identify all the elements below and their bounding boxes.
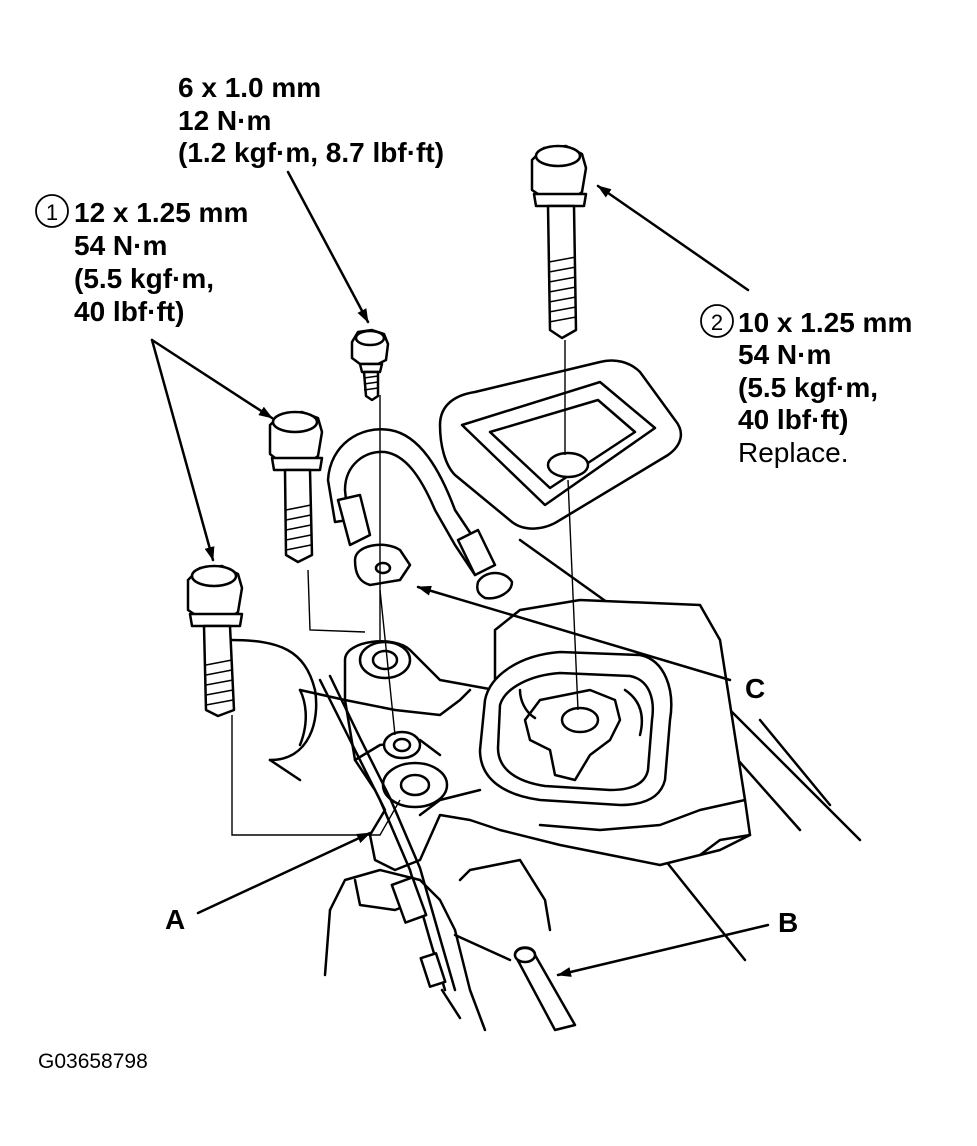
label-a: A xyxy=(165,904,185,935)
bolt-2-size: 10 x 1.25 mm xyxy=(738,307,912,338)
round-housing xyxy=(228,638,347,782)
bolt-2-torque: 54 N·m xyxy=(738,339,831,370)
bolt-1-number: 1 xyxy=(46,200,58,225)
small-bolt xyxy=(350,328,390,402)
label-c: C xyxy=(745,673,765,704)
hose xyxy=(513,946,577,1032)
bolt-2-note: Replace. xyxy=(738,437,849,468)
bolt-2-torque-alt-2: 40 lbf·ft) xyxy=(738,404,848,435)
mount-bracket xyxy=(343,598,752,872)
mount-cover xyxy=(438,359,683,530)
small-bolt-size: 6 x 1.0 mm xyxy=(178,72,321,103)
bolt-1-size: 12 x 1.25 mm xyxy=(74,197,248,228)
transmission-housing xyxy=(323,858,552,1032)
bolt-1-torque-alt-1: (5.5 kgf·m, xyxy=(74,263,214,294)
small-bolt-torque: 12 N·m xyxy=(178,105,271,136)
circled-number-1 xyxy=(35,194,69,228)
bolt-1-torque: 54 N·m xyxy=(74,230,167,261)
bolt-1-torque-alt-2: 40 lbf·ft) xyxy=(74,296,184,327)
bolt-1-lower xyxy=(186,564,244,718)
figure-code: G03658798 xyxy=(38,1050,148,1073)
callout-small-bolt: 6 x 1.0 mm 12 N·m (1.2 kgf·m, 8.7 lbf·ft… xyxy=(178,72,444,168)
circled-number-2 xyxy=(700,304,734,338)
bolt-2-number: 2 xyxy=(711,310,723,335)
alignment-lines xyxy=(231,340,579,836)
leader-lines xyxy=(150,170,770,977)
bolt-1-upper xyxy=(268,410,324,564)
bolt-2-torque-alt-1: (5.5 kgf·m, xyxy=(738,372,878,403)
shift-cable xyxy=(318,674,462,1020)
callout-bolt-1: 1 12 x 1.25 mm 54 N·m (5.5 kgf·m, 40 lbf… xyxy=(35,194,248,327)
callout-bolt-2: 2 10 x 1.25 mm 54 N·m (5.5 kgf·m, 40 lbf… xyxy=(700,304,912,468)
label-b: B xyxy=(778,907,798,938)
small-bolt-torque-alt: (1.2 kgf·m, 8.7 lbf·ft) xyxy=(178,137,444,168)
bolt-2 xyxy=(530,144,588,340)
ground-cable xyxy=(326,428,514,600)
